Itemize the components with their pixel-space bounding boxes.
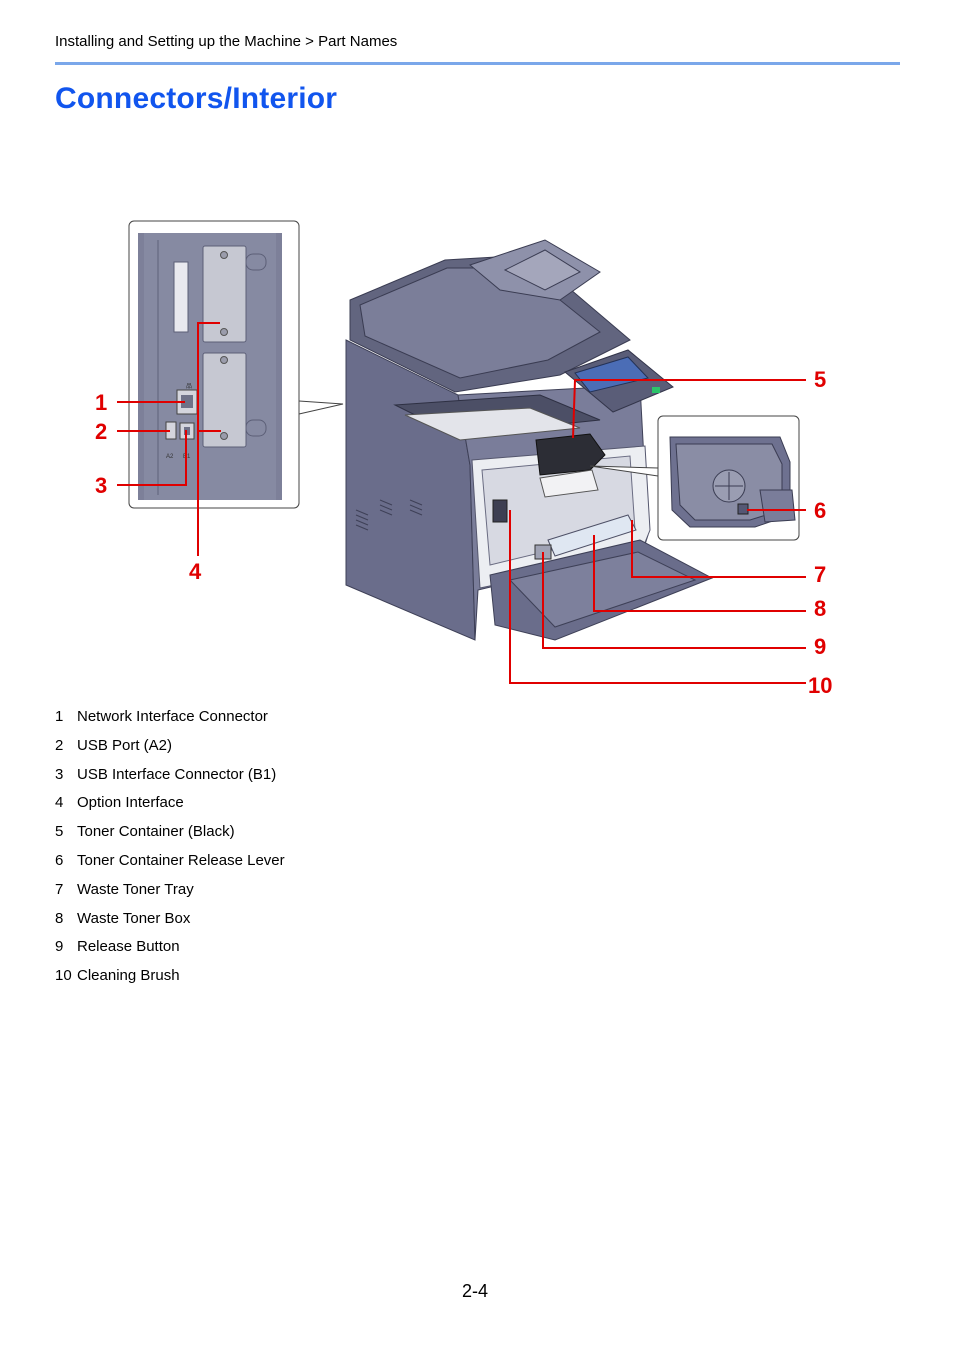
legend-item: 10 Cleaning Brush: [55, 964, 285, 993]
legend-item: 7 Waste Toner Tray: [55, 878, 285, 907]
legend-label: Network Interface Connector: [77, 708, 268, 725]
legend-number: 8: [55, 909, 64, 927]
legend-number: 5: [55, 823, 64, 841]
legend-number: 7: [55, 880, 64, 898]
header-divider: [55, 62, 900, 65]
callout-5: 5: [814, 367, 826, 392]
page-title: Connectors/Interior: [55, 82, 338, 115]
svg-text:A2: A2: [166, 454, 174, 460]
legend-item: 9 Release Button: [55, 935, 285, 964]
callout-leaders: [117, 322, 806, 684]
page-number: 2-4: [462, 1281, 489, 1301]
legend-label: USB Port (A2): [77, 736, 173, 754]
legend-label: Toner Container Release Lever: [77, 851, 285, 869]
machine-illustration: [345, 239, 714, 641]
legend-item: 4 Option Interface: [55, 791, 285, 820]
legend-number: 10: [55, 967, 72, 985]
legend-label: Waste Toner Box: [77, 909, 191, 927]
callout-9: 9: [814, 634, 826, 659]
legend-item: 2 USB Port (A2): [55, 734, 285, 763]
legend-number: 4: [55, 794, 64, 812]
legend-item: 3 USB Interface Connector (B1): [55, 763, 285, 792]
legend-item: 5 Toner Container (Black): [55, 820, 285, 849]
callout-4: 4: [189, 559, 202, 584]
callout-6: 6: [814, 498, 826, 523]
legend-number: 3: [55, 765, 64, 783]
legend-item: 1 Network Interface Connector: [55, 705, 285, 734]
callout-8: 8: [814, 596, 826, 621]
callout-7: 7: [814, 562, 826, 587]
connector-inset: 品 A2 B1: [128, 220, 344, 509]
legend-label: Waste Toner Tray: [77, 880, 194, 898]
legend-item: 8 Waste Toner Box: [55, 907, 285, 936]
callout-2: 2: [95, 419, 107, 444]
legend-number: 9: [55, 938, 64, 956]
breadcrumb: Installing and Setting up the Machine > …: [55, 33, 398, 50]
svg-text:B1: B1: [183, 454, 191, 460]
callout-numbers: 1 2 3 4 5 6 7 8 9 10: [95, 367, 832, 698]
callout-1: 1: [95, 390, 107, 415]
callout-3: 3: [95, 473, 107, 498]
legend-label: USB Interface Connector (B1): [77, 765, 277, 783]
legend-number: 2: [55, 736, 64, 754]
legend-label: Toner Container (Black): [77, 823, 235, 841]
parts-legend: 1 Network Interface Connector 2 USB Port (…: [55, 705, 285, 993]
legend-number: 1: [55, 708, 64, 725]
legend-label: Option Interface: [77, 794, 184, 812]
legend-label: Cleaning Brush: [77, 967, 180, 985]
svg-text:品: 品: [186, 383, 192, 390]
legend-item: 6 Toner Container Release Lever: [55, 849, 285, 878]
legend-label: Release Button: [77, 938, 180, 956]
legend-number: 6: [55, 851, 64, 869]
callout-10: 10: [808, 673, 832, 698]
